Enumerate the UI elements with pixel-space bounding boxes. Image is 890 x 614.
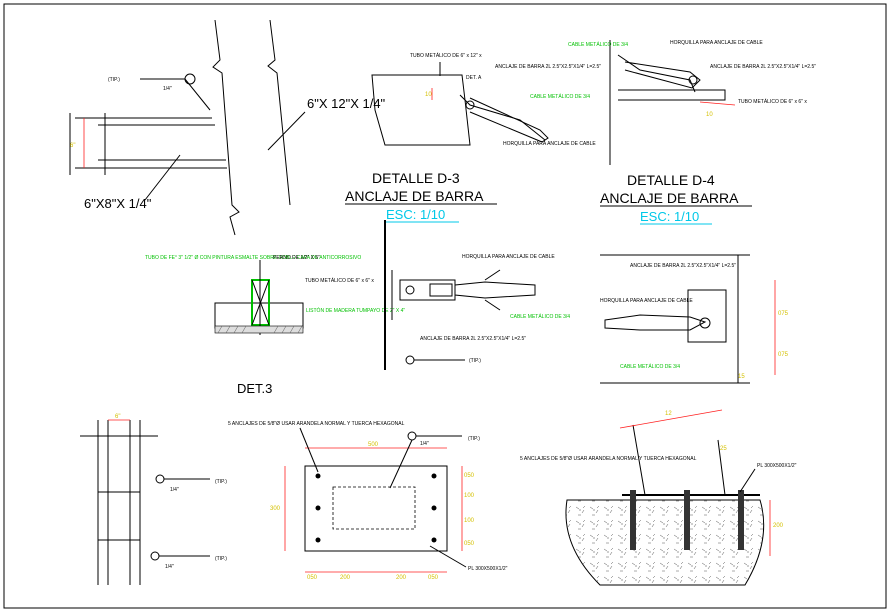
tubo-fe-note: TUBO DE FE° 3" 1/2" Ø CON PINTURA ESMALT… <box>145 255 361 261</box>
esc-d4-label: ESC: 1/10 <box>640 209 699 224</box>
dim-100-a-label: 100 <box>464 493 475 499</box>
weld-plate-label: 1/4" <box>420 441 429 447</box>
detail-det3: TUBO DE FE° 3" 1/2" Ø CON PINTURA ESMALT… <box>145 255 405 396</box>
dim-300-left-label: 300 <box>270 506 281 512</box>
anclaje-de-barra-d4-title: ANCLAJE DE BARRA <box>600 190 739 206</box>
anclaje-de-barra-d3-title: ANCLAJE DE BARRA <box>345 188 484 204</box>
detail-anchor-plan: 075 075 15 ANCLAJE DE BARRA 2L 2.5"X2.5"… <box>600 254 789 384</box>
dim-200-foundation-label: 200 <box>773 523 784 529</box>
detalle-d4-title: DETALLE D-4 <box>627 172 715 188</box>
dim-050-a-label: 050 <box>464 473 475 479</box>
tip-column-a-label: (TIP.) <box>215 479 227 485</box>
anclajes-plate-note: 5 ANCLAJES DE 5/8"Ø USAR ARANDELA NORMAL… <box>228 421 405 427</box>
dim-500-top-label: 500 <box>368 442 379 448</box>
anclajes-foundation-note: 5 ANCLAJES DE 5/8"Ø USAR ARANDELA NORMAL… <box>520 456 697 462</box>
esc-d3-label: ESC: 1/10 <box>386 207 445 222</box>
plate-spec-a-note: PL 300X500X1/2" <box>468 566 508 572</box>
dim-200-b-label: 200 <box>396 575 407 581</box>
section-6x12-label: 6"X 12"X 1/4" <box>307 96 386 111</box>
anclaje-barra-plan-note: ANCLAJE DE BARRA 2L 2.5"X2.5"X1/4" L=2.5… <box>630 263 736 269</box>
dim-075-a-label: 075 <box>778 311 789 317</box>
tip-side-label: (TIP.) <box>469 358 481 364</box>
det-a-note: DET. A <box>466 75 482 81</box>
dim-10-d4-label: 10 <box>706 112 713 118</box>
dim-10-label: 10 <box>425 92 432 98</box>
horquilla-d4-note: HORQUILLA PARA ANCLAJE DE CABLE <box>670 40 763 46</box>
tubo-metalico-d3-note: TUBO METÁLICO DE 6" x 12" x <box>410 52 482 59</box>
dim-050-b-label: 050 <box>464 541 475 547</box>
dim-100-b-label: 100 <box>464 518 475 524</box>
dim-6-label: 6" <box>70 143 75 149</box>
anclaje-barra-side-note: ANCLAJE DE BARRA 2L 2.5"X2.5"X1/4" L=2.5… <box>420 336 526 342</box>
cable-d3-note: CABLE METÁLICO DE 3/4 <box>530 93 590 100</box>
tip-label: (TIP.) <box>108 77 120 83</box>
dim-12-label: 12 <box>665 411 672 417</box>
perno-note: PERNO DE 1/2" X 5" <box>273 255 320 261</box>
dim-050-c-label: 050 <box>307 575 318 581</box>
detail-column: 6" (TIP.) 1/4" (TIP.) 1/4" <box>80 414 227 585</box>
tubo-metalico-det3-note: TUBO METÁLICO DE 6" x 6" x <box>305 277 374 284</box>
detail-foundation: 12 25 200 5 ANCLAJES DE 5/8"Ø USAR ARAND… <box>520 409 797 586</box>
anclaje-barra-d3-note: ANCLAJE DE BARRA 2L 2.5"X2.5"X1/4" L=2.5… <box>495 64 601 70</box>
weld-column-b-label: 1/4" <box>165 564 174 570</box>
detalle-d3-title: DETALLE D-3 <box>372 170 460 186</box>
tip-column-b-label: (TIP.) <box>215 556 227 562</box>
dim-25-label: 25 <box>720 446 727 452</box>
horquilla-side-note: HORQUILLA PARA ANCLAJE DE CABLE <box>462 254 555 260</box>
dim-075-b-label: 075 <box>778 352 789 358</box>
horquilla-plan-note: HORQUILLA PARA ANCLAJE DE CABLE <box>600 298 693 304</box>
detail-base-plate: 500 300 050 100 100 050 050 200 200 050 … <box>228 421 508 581</box>
anclaje-barra-d4-note: ANCLAJE DE BARRA 2L 2.5"X2.5"X1/4" L=2.5… <box>710 64 816 70</box>
horquilla-d3-note: HORQUILLA PARA ANCLAJE DE CABLE <box>503 141 596 147</box>
detail-d4: 10 CABLE METÁLICO DE 3/4 HORQUILLA PARA … <box>568 40 816 225</box>
tubo-metalico-d4-note: TUBO METÁLICO DE 6" x 6" x <box>738 98 807 105</box>
cable-d4-note: CABLE METÁLICO DE 3/4 <box>568 41 628 48</box>
cable-plan-note: CABLE METÁLICO DE 3/4 <box>620 363 680 370</box>
dim-200-a-label: 200 <box>340 575 351 581</box>
plate-spec-b-note: PL 300X500X1/2" <box>757 463 797 469</box>
liston-note: LISTÓN DE MADERA TUMPAYO DE 2" X 4" <box>306 307 405 314</box>
tip-plate-label: (TIP.) <box>468 436 480 442</box>
dim-6-column-label: 6" <box>115 414 120 420</box>
section-6x8-label: 6"X8"X 1/4" <box>84 196 152 211</box>
dim-050-d-label: 050 <box>428 575 439 581</box>
weld-label: 1/4" <box>163 86 172 92</box>
det3-title: DET.3 <box>237 381 272 396</box>
detail-d3: 10 TUBO METÁLICO DE 6" x 12" x DET. A AN… <box>345 52 601 223</box>
detail-anchor-side: HORQUILLA PARA ANCLAJE DE CABLE CABLE ME… <box>384 220 570 370</box>
detail-beam-connection: 6" (TIP.) 1/4" 6"X 12"X 1/4" 6"X8"X 1/4" <box>69 19 386 236</box>
dim-15-label: 15 <box>738 374 745 380</box>
sheet-border <box>3 3 887 609</box>
cable-side-note: CABLE METÁLICO DE 3/4 <box>510 313 570 320</box>
weld-column-a-label: 1/4" <box>170 487 179 493</box>
